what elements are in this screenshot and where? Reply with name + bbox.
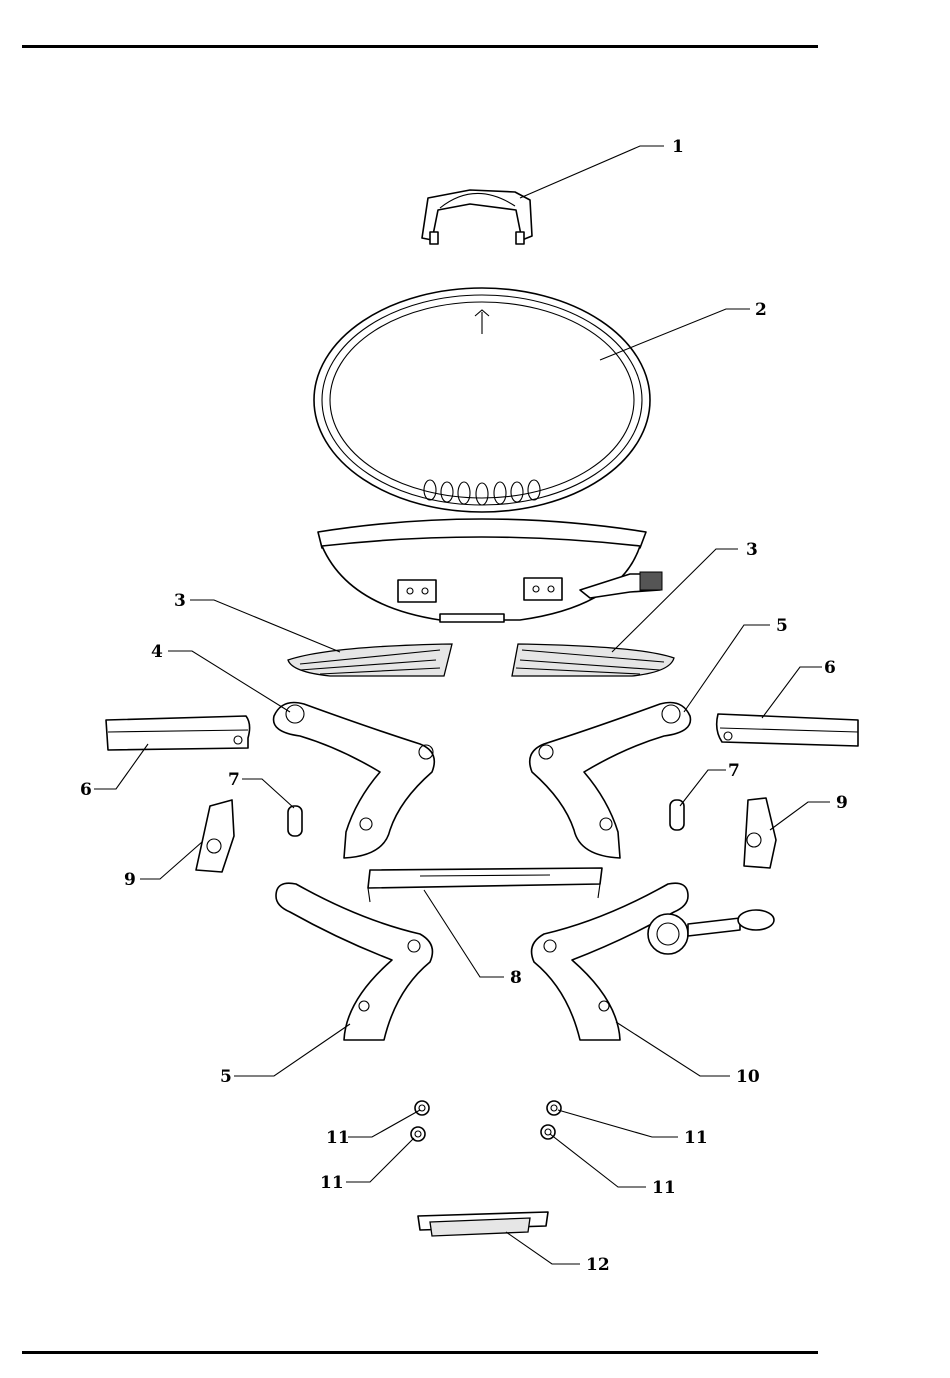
callout-4: 4 xyxy=(151,642,163,662)
callout-7-right: 7 xyxy=(728,761,740,781)
part-grate-left xyxy=(288,644,452,676)
part-lid-handle xyxy=(422,190,532,244)
callout-11-a: 11 xyxy=(326,1128,350,1148)
callout-1: 1 xyxy=(672,137,684,157)
callout-7-left: 7 xyxy=(228,770,240,790)
part-pin-left xyxy=(288,806,302,836)
part-lower-leg-right xyxy=(532,883,774,1040)
callout-11-d: 11 xyxy=(652,1178,676,1198)
callout-11-c: 11 xyxy=(320,1173,344,1193)
callout-6-left: 6 xyxy=(80,780,92,800)
part-nut-3 xyxy=(547,1101,561,1115)
callout-3-left: 3 xyxy=(174,591,186,611)
callout-6-right: 6 xyxy=(824,658,836,678)
callout-10: 10 xyxy=(736,1067,760,1087)
part-side-table-right xyxy=(717,714,858,746)
part-latch-right xyxy=(744,798,776,868)
callout-3-right: 3 xyxy=(746,540,758,560)
callout-5-upper: 5 xyxy=(776,616,788,636)
callout-9-right: 9 xyxy=(836,793,848,813)
callout-9-left: 9 xyxy=(124,870,136,890)
callout-12: 12 xyxy=(586,1255,610,1275)
callout-11-b: 11 xyxy=(684,1128,708,1148)
part-grease-tray xyxy=(418,1212,548,1236)
callout-2: 2 xyxy=(755,300,767,320)
callout-8: 8 xyxy=(510,968,522,988)
part-side-table-left xyxy=(106,716,250,750)
part-grate-right xyxy=(512,644,674,676)
callout-5-lower: 5 xyxy=(220,1067,232,1087)
part-latch-left xyxy=(196,800,234,872)
part-cross-bar xyxy=(368,868,602,902)
part-bowl xyxy=(318,519,662,622)
part-lower-leg-left xyxy=(276,883,432,1040)
part-nut-1 xyxy=(415,1101,429,1115)
part-upper-frame-right xyxy=(530,703,691,859)
part-lid xyxy=(314,288,650,512)
part-pin-right xyxy=(670,800,684,830)
